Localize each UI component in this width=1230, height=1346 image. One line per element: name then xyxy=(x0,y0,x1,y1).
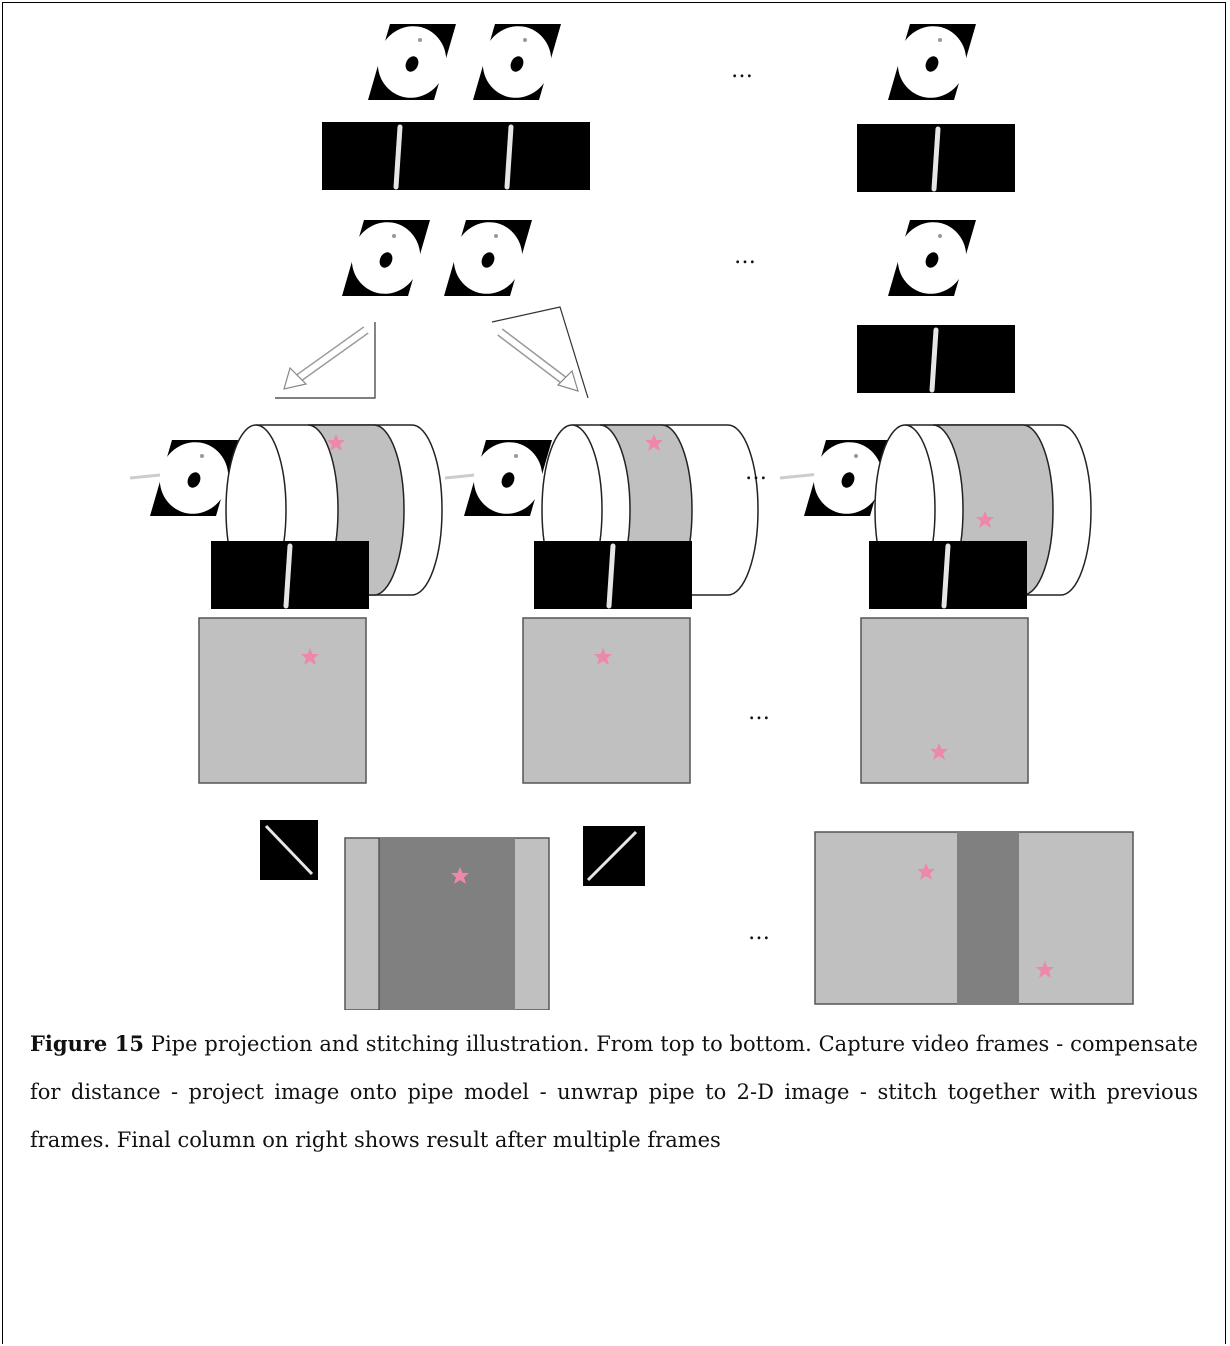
figure-caption: Figure 15 Pipe projection and stitching … xyxy=(30,1020,1198,1164)
captured-frame-1 xyxy=(367,16,457,108)
caption-label: Figure 15 xyxy=(30,1031,144,1056)
stitched-image-1 xyxy=(344,837,550,1010)
row-stitched-results xyxy=(260,820,1134,1010)
pipe-model-1 xyxy=(129,424,443,596)
captured-frame-2 xyxy=(472,16,562,108)
row-compensated-frames xyxy=(341,212,977,304)
arrow-down-right xyxy=(491,306,589,399)
compensated-frame-n xyxy=(887,212,977,304)
row-line-panels-2 xyxy=(211,541,1027,609)
unwrapped-image-1 xyxy=(198,617,367,784)
ellipsis-row-5: … xyxy=(745,460,768,485)
compensated-frame-1 xyxy=(341,212,431,304)
row-line-panels-1 xyxy=(322,122,1015,192)
compensated-frame-2 xyxy=(443,212,533,304)
row-arrows xyxy=(275,306,1015,399)
pipe-projection-diagram xyxy=(129,16,1134,1010)
ellipsis-row-7: … xyxy=(748,700,771,725)
unwrapped-image-n xyxy=(860,617,1029,784)
arrow-down-left xyxy=(275,322,376,399)
caption-text: Pipe projection and stitching illustrati… xyxy=(30,1032,1198,1152)
row-unwrapped-images xyxy=(198,617,1029,784)
ellipsis-row-8: … xyxy=(748,920,771,945)
diagonal-panel-2 xyxy=(583,826,645,886)
ellipsis-row-3: … xyxy=(734,244,757,269)
line-panel-1 xyxy=(322,122,590,190)
stitched-image-n xyxy=(814,831,1134,1005)
row-capture-frames xyxy=(367,16,977,108)
diagonal-panel-1 xyxy=(260,820,318,880)
captured-frame-n xyxy=(887,16,977,108)
unwrapped-image-2 xyxy=(522,617,691,784)
ellipsis-row-1: … xyxy=(731,58,754,83)
